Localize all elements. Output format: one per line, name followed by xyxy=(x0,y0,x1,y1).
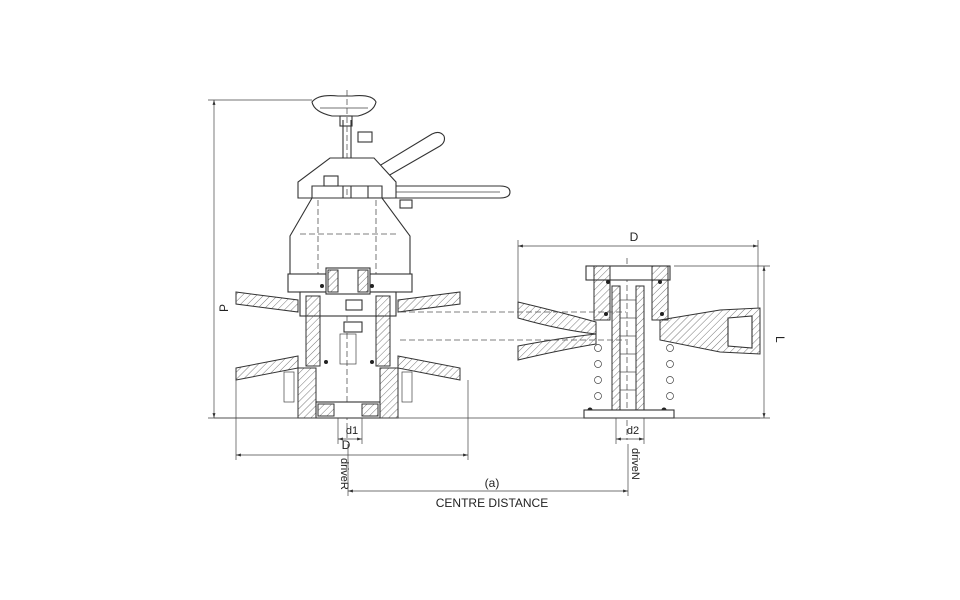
driven-sleeve-left xyxy=(593,279,611,321)
label-drive-n: driveN xyxy=(629,448,641,480)
label-centre-distance: CENTRE DISTANCE xyxy=(436,496,548,510)
label-p: P xyxy=(217,304,231,312)
driven-base xyxy=(583,409,675,419)
spindle-nut xyxy=(357,131,373,143)
driven-lower-sheave-left xyxy=(517,333,597,361)
label-d-right: D xyxy=(630,230,639,244)
label-d2: d2 xyxy=(627,425,639,437)
label-l: L xyxy=(773,336,787,343)
driven-pulley-assembly xyxy=(517,258,761,440)
base-collar xyxy=(283,367,413,419)
dimension-d-left: D xyxy=(235,380,469,460)
dimension-centre-distance: (a) CENTRE DISTANCE xyxy=(347,444,629,510)
driven-upper-sheave-left xyxy=(517,301,597,335)
driven-hub-face xyxy=(727,315,753,349)
dimension-d2: d2 xyxy=(615,418,645,444)
label-d1: d1 xyxy=(346,425,358,437)
lower-sheave-right xyxy=(397,355,461,381)
label-d-left: D xyxy=(342,438,351,452)
label-drive-r: driveR xyxy=(338,458,350,490)
upper-sheave-right xyxy=(397,291,461,313)
dimension-d1: d1 xyxy=(337,418,363,444)
housing xyxy=(287,157,413,293)
label-figure: (a) xyxy=(485,476,500,490)
handwheel xyxy=(311,95,377,127)
upper-sheave-left xyxy=(235,291,299,313)
lever-arm xyxy=(365,131,511,209)
driver-pulley-assembly xyxy=(235,90,511,440)
lower-sheave-left xyxy=(235,355,299,381)
hub xyxy=(299,267,397,367)
dimension-d-right: D xyxy=(517,230,759,308)
